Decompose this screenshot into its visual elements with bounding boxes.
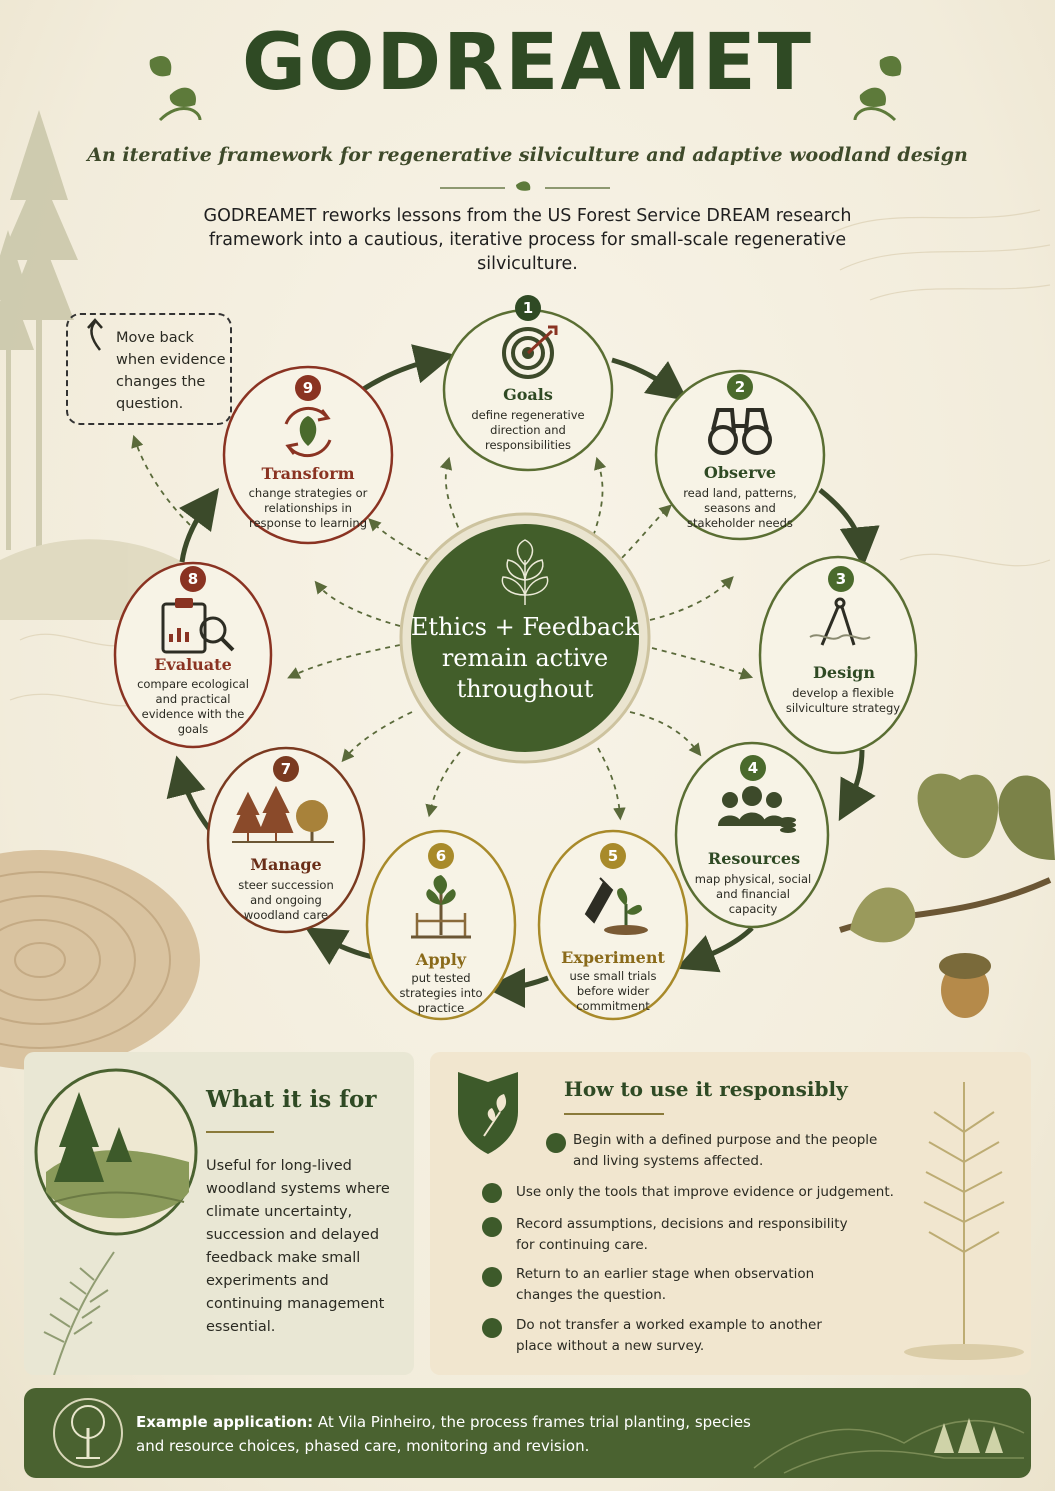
check-icon [482,1217,502,1237]
node-3-desc: develop a flexible silviculture strategy [785,686,901,715]
how-item-3: Record assumptions, decisions and respon… [516,1216,848,1253]
cycle-diagram [87,308,918,1021]
node-8-label: Evaluate [154,655,232,674]
fern-illustration [43,1251,115,1375]
node-9-number: 9 [295,375,321,401]
node-1-label: Goals [503,385,553,404]
node-1-desc: define regenerative direction and respon… [471,408,585,452]
page-subtitle: An iterative framework for regenerative … [87,144,968,166]
node-4-desc: map physical, social and financial capac… [694,872,812,916]
target-icon [502,325,558,379]
node-3-label: Design [813,663,875,682]
binoculars-icon [708,408,772,455]
example-body: At Vila Pinheiro, the process frames tri… [136,1413,751,1455]
intro-paragraph: GODREAMET reworks lessons from the US Fo… [203,206,852,274]
node-1-number: 1 [515,295,541,321]
people-coins-icon [718,786,796,833]
example-decorations [53,1398,1025,1474]
what-it-is-for-body: Useful for long-lived woodland systems w… [206,1158,390,1335]
wood-slice-illustration [0,850,200,1070]
small-trees-illustration [934,1418,1003,1453]
what-it-is-for-title: What it is for [206,1086,377,1113]
back-arrow-icon [87,318,103,351]
check-icon [482,1183,502,1203]
clipboard-magnifier-icon [161,598,235,654]
node-7-number: 7 [273,756,299,782]
page-title: GODREAMET [242,18,813,108]
node-5-desc: use small trials before wider commitment [569,969,657,1013]
node-8-number: 8 [180,566,206,592]
move-back-callout [66,313,232,425]
compass-icon [809,597,871,646]
trowel-seedling-icon [584,877,648,935]
example-banner [24,1388,1031,1478]
node-7-desc: steer succession and ongoing woodland ca… [238,878,334,922]
check-icon [546,1133,566,1153]
how-to-use-panel [430,1052,1031,1375]
node-4-number: 4 [740,755,766,781]
planted-sapling-icon [411,875,471,939]
young-tree-illustration [904,1082,1024,1360]
node-6-label: Apply [415,950,467,969]
center-text: Ethics + Feedback remain active througho… [410,613,640,703]
example-label: Example application: [136,1413,314,1431]
how-to-use-title: How to use it responsibly [564,1077,848,1101]
node-6-desc: put tested strategies into practice [399,971,483,1015]
node-4-label: Resources [707,849,801,868]
node-6-number: 6 [428,843,454,869]
cycle-leaf-icon [284,406,332,458]
how-item-5: Do not transfer a worked example to anot… [516,1317,822,1354]
center-circle [411,524,639,752]
node-2-label: Observe [703,463,777,482]
node-5-number: 5 [600,843,626,869]
node-7-label: Manage [250,855,322,874]
shield-leaf-icon [458,1072,518,1154]
tree-badge-icon [53,1398,123,1468]
node-3-number: 3 [828,566,854,592]
example-text: Example application: At Vila Pinheiro, t… [136,1410,776,1458]
node-8-desc: compare ecological and practical evidenc… [137,677,249,736]
node-9-label: Transform [261,464,355,483]
trees-icon [232,785,334,843]
move-back-text: Move back when evidence changes the ques… [116,330,226,412]
panel-illustrations [34,1068,1024,1375]
center-leaf-icon [501,539,549,605]
header-leaf-sprigs [149,55,902,191]
node-2-number: 2 [727,374,753,400]
how-item-1: Begin with a defined purpose and the peo… [573,1132,878,1169]
node-2-desc: read land, patterns, seasons and stakeho… [683,486,797,530]
check-icon [482,1318,502,1338]
how-item-2: Use only the tools that improve evidence… [516,1184,894,1200]
how-item-4: Return to an earlier stage when observat… [516,1266,815,1303]
landscape-medallion-icon [34,1068,198,1236]
node-5-label: Experiment [561,948,665,967]
hills-illustration [753,1419,1025,1474]
node-9-desc: change strategies or relationships in re… [248,486,368,530]
oak-branch-illustration [839,773,1055,1018]
check-icon [482,1267,502,1287]
